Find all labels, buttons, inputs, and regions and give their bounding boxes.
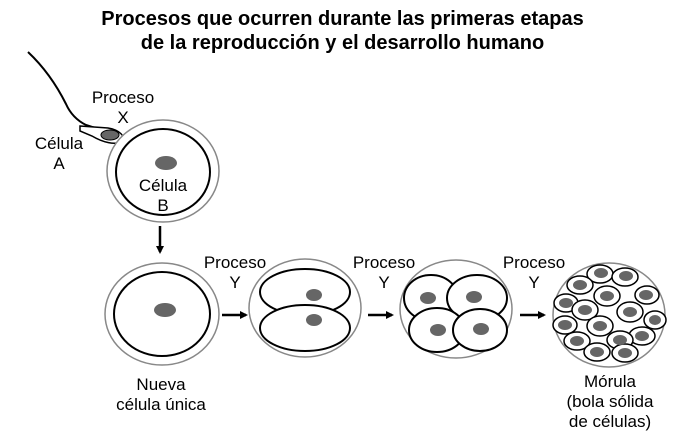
new-single-cell bbox=[104, 262, 220, 366]
label-process-y-1-line1: Proceso bbox=[203, 253, 267, 272]
label-process-y-2-line1: Proceso bbox=[352, 253, 416, 272]
cell bbox=[259, 304, 351, 352]
label-cell-b-line1: Célula bbox=[138, 176, 188, 195]
nucleus bbox=[570, 336, 584, 346]
two-cell-stage bbox=[248, 258, 362, 358]
label-morula-line2: (bola sólida bbox=[566, 392, 654, 411]
label-cell-b: Célula B bbox=[126, 176, 200, 216]
nucleus bbox=[573, 280, 587, 290]
nucleus bbox=[593, 321, 607, 331]
label-process-y-3: Proceso Y bbox=[491, 253, 577, 293]
label-process-x-line1: Proceso bbox=[91, 88, 155, 107]
nucleus bbox=[578, 305, 592, 315]
nucleus bbox=[613, 335, 627, 345]
nucleus bbox=[473, 323, 489, 335]
nucleus bbox=[600, 291, 614, 301]
nucleus bbox=[639, 290, 653, 300]
label-new-cell: Nueva célula única bbox=[96, 375, 226, 415]
title-line-2: de la reproducción y el desarrollo human… bbox=[140, 32, 545, 54]
nucleus bbox=[619, 271, 633, 281]
label-cell-b-line2: B bbox=[157, 196, 169, 215]
nucleus bbox=[306, 314, 322, 326]
label-process-y-2: Proceso Y bbox=[341, 253, 427, 293]
label-process-y-2-line2: Y bbox=[378, 273, 390, 292]
egg-cell-b bbox=[106, 119, 220, 223]
label-morula-line1: Mórula bbox=[584, 372, 636, 391]
label-process-y-3-line2: Y bbox=[528, 273, 540, 292]
diagram-title: Procesos que ocurren durante las primera… bbox=[0, 7, 685, 55]
title-line-1: Procesos que ocurren durante las primera… bbox=[101, 8, 584, 30]
egg-inner-membrane bbox=[115, 128, 211, 216]
egg-nucleus bbox=[155, 156, 177, 170]
label-process-x: Proceso X bbox=[80, 88, 166, 128]
label-process-y-1: Proceso Y bbox=[192, 253, 278, 293]
nucleus bbox=[430, 324, 446, 336]
nucleus bbox=[623, 307, 637, 317]
label-new-cell-line2: célula única bbox=[116, 395, 206, 414]
label-new-cell-line1: Nueva bbox=[136, 375, 186, 394]
nucleus bbox=[618, 348, 632, 358]
label-cell-a-line2: A bbox=[53, 154, 65, 173]
label-process-y-3-line1: Proceso bbox=[502, 253, 566, 272]
label-cell-a: Célula A bbox=[24, 134, 94, 174]
nucleus bbox=[559, 298, 573, 308]
sperm-nucleus bbox=[100, 129, 120, 141]
nucleus bbox=[590, 347, 604, 357]
label-morula: Mórula (bola sólida de células) bbox=[548, 372, 672, 432]
nucleus bbox=[635, 331, 649, 341]
label-process-y-1-line2: Y bbox=[229, 273, 241, 292]
nucleus bbox=[649, 315, 661, 325]
label-process-x-line2: X bbox=[117, 108, 129, 127]
nucleus bbox=[594, 268, 608, 278]
nucleus bbox=[420, 292, 436, 304]
nucleus bbox=[466, 291, 482, 303]
four-cell-stage bbox=[399, 259, 513, 359]
nucleus bbox=[558, 320, 572, 330]
new-cell-nucleus bbox=[154, 303, 176, 317]
morula bbox=[552, 262, 667, 368]
sperm-tail bbox=[27, 51, 109, 133]
label-cell-a-line1: Célula bbox=[34, 134, 84, 153]
label-morula-line3: de células) bbox=[568, 412, 652, 431]
nucleus bbox=[306, 289, 322, 301]
morula-nuclei bbox=[558, 268, 661, 358]
